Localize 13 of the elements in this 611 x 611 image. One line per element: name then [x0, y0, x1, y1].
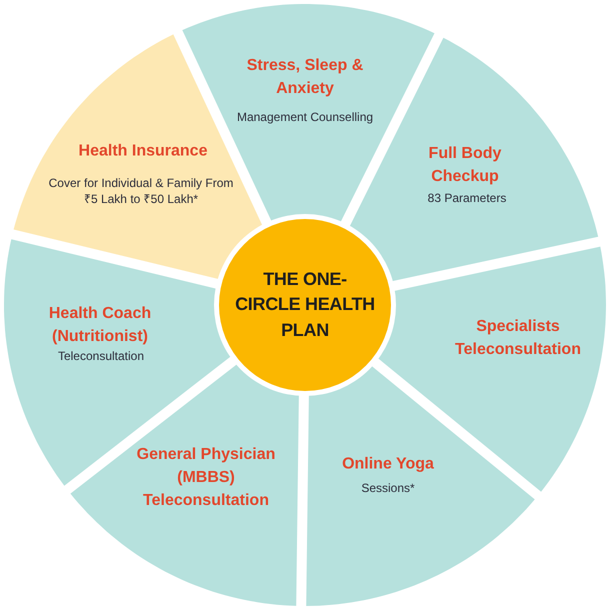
segment-description: Teleconsultation	[56, 348, 146, 364]
segment-title: Specialists Teleconsultation	[454, 316, 582, 360]
center-title: THE ONE-CIRCLE HEALTH PLAN	[235, 268, 375, 342]
segment-title: Health Insurance	[78, 141, 208, 162]
segment-title: Stress, Sleep & Anxiety	[246, 56, 364, 99]
segment-title: Full Body Checkup	[428, 144, 502, 187]
segment-description: Management Counselling	[236, 108, 374, 126]
segment-title: Online Yoga	[341, 454, 435, 474]
segment-title: Health Coach (Nutritionist)	[48, 304, 152, 347]
segment-description: 83 Parameters	[426, 190, 508, 206]
segment-description: Sessions*	[360, 480, 416, 496]
segment-description: Cover for Individual & Family From ₹5 Lakh to ₹50 Lakh*	[48, 174, 234, 208]
segment-title: General Physician (MBBS) Teleconsultation	[136, 445, 276, 512]
